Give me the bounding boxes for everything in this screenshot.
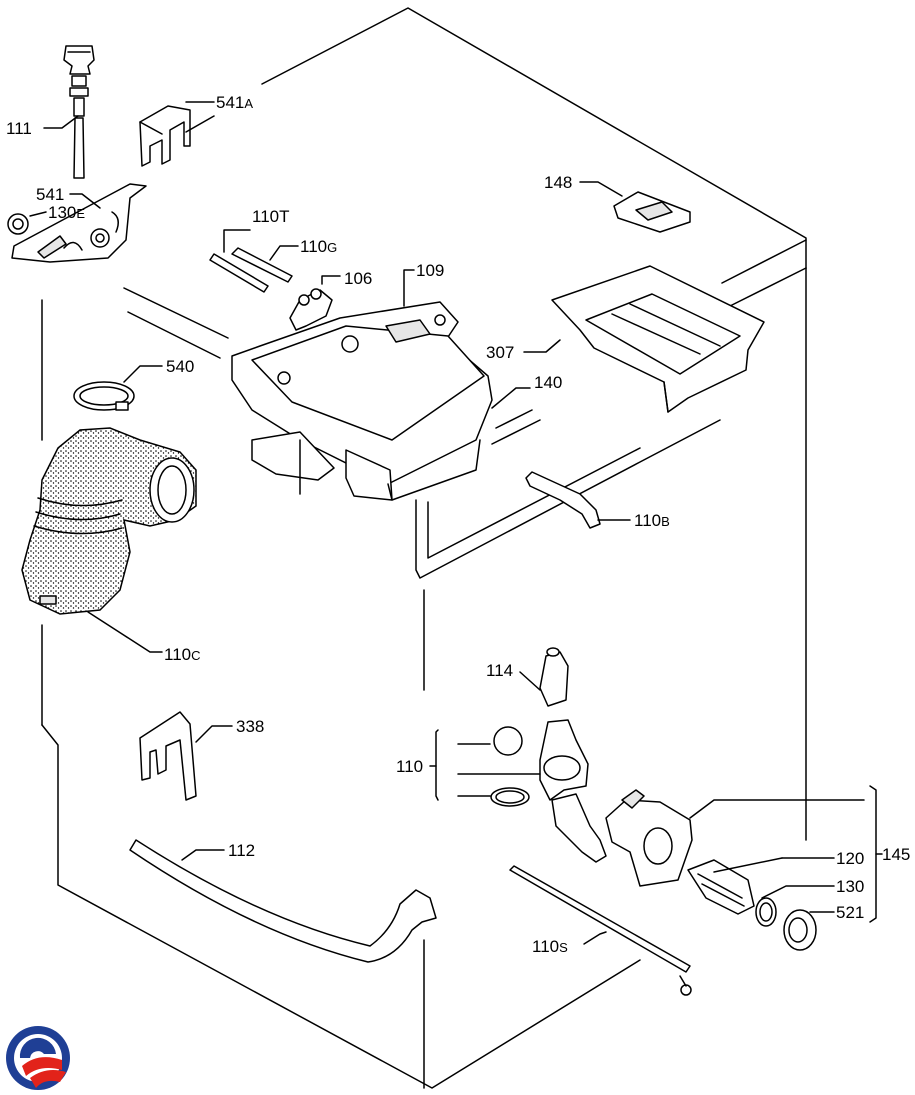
label-130e-suffix: E (76, 206, 85, 221)
svg-text:110S: 110S (532, 937, 568, 956)
label-110: 110 (396, 757, 423, 776)
brand-logo-icon (6, 1026, 70, 1090)
part-109-dispenser-housing[interactable] (231, 301, 493, 501)
label-541a-suffix: A (244, 96, 253, 111)
part-110g-hose[interactable] (231, 247, 293, 283)
part-148-cap[interactable] (613, 191, 691, 233)
part-120-filter[interactable] (687, 859, 755, 915)
svg-text:110G: 110G (300, 237, 337, 256)
label-110b-suffix: B (661, 514, 670, 529)
part-540-clamp[interactable] (73, 381, 135, 411)
part-111-inlet-hose[interactable] (63, 45, 95, 179)
label-110c-suffix: C (191, 648, 200, 663)
label-120: 120 (836, 849, 864, 868)
part-110b-hose[interactable] (525, 471, 601, 529)
part-130-seal[interactable] (755, 897, 777, 927)
label-338: 338 (236, 717, 264, 736)
label-110t-suffix: T (279, 207, 289, 226)
part-110s-rod[interactable] (509, 865, 692, 996)
leader-lines (29, 101, 883, 945)
svg-text:130E: 130E (48, 203, 85, 222)
part-110c-bellows-hose[interactable] (21, 427, 197, 615)
label-110s: 110 (532, 937, 559, 956)
label-540: 540 (166, 357, 194, 376)
svg-text:110T: 110T (252, 207, 290, 226)
label-110s-suffix: S (559, 940, 568, 955)
part-110t-hose[interactable] (209, 253, 269, 293)
part-106-connector[interactable] (289, 288, 333, 331)
svg-text:110C: 110C (164, 645, 201, 664)
label-521: 521 (836, 903, 864, 922)
label-110g-suffix: G (327, 240, 337, 255)
label-541: 541 (36, 185, 64, 204)
part-110-pump-housing[interactable] (490, 719, 607, 863)
label-110b: 110 (634, 511, 661, 530)
label-140: 140 (534, 373, 562, 392)
part-145-filter-housing[interactable] (605, 789, 693, 887)
part-541-valve-bracket[interactable] (11, 183, 147, 263)
part-114-pump-connector[interactable] (539, 647, 569, 707)
label-148: 148 (544, 173, 572, 192)
label-111: 111 (6, 119, 32, 138)
cabinet-outline (41, 7, 807, 1089)
part-307-detergent-drawer[interactable] (551, 265, 765, 413)
label-307: 307 (486, 343, 514, 362)
part-521-filter-cap[interactable] (783, 909, 817, 951)
label-110t: 110 (252, 207, 279, 226)
label-541a: 541 (216, 93, 244, 112)
label-106: 106 (344, 269, 372, 288)
label-110g: 110 (300, 237, 327, 256)
part-338-hose-clip[interactable] (139, 711, 197, 801)
label-145: 145 (882, 845, 910, 864)
part-130e-seal-ring[interactable] (7, 213, 29, 235)
part-541a-clip[interactable] (139, 105, 191, 167)
part-labels: 111 541A 541 130E 110T 110G 106 109 148 … (6, 93, 910, 956)
label-112: 112 (228, 841, 255, 860)
svg-text:110B: 110B (634, 511, 670, 530)
svg-text:541A: 541A (216, 93, 253, 112)
label-114: 114 (486, 661, 513, 680)
label-130e: 130 (48, 203, 76, 222)
label-109: 109 (416, 261, 444, 280)
label-110c: 110 (164, 645, 191, 664)
label-130: 130 (836, 877, 864, 896)
part-112-drain-hose[interactable] (129, 839, 437, 963)
